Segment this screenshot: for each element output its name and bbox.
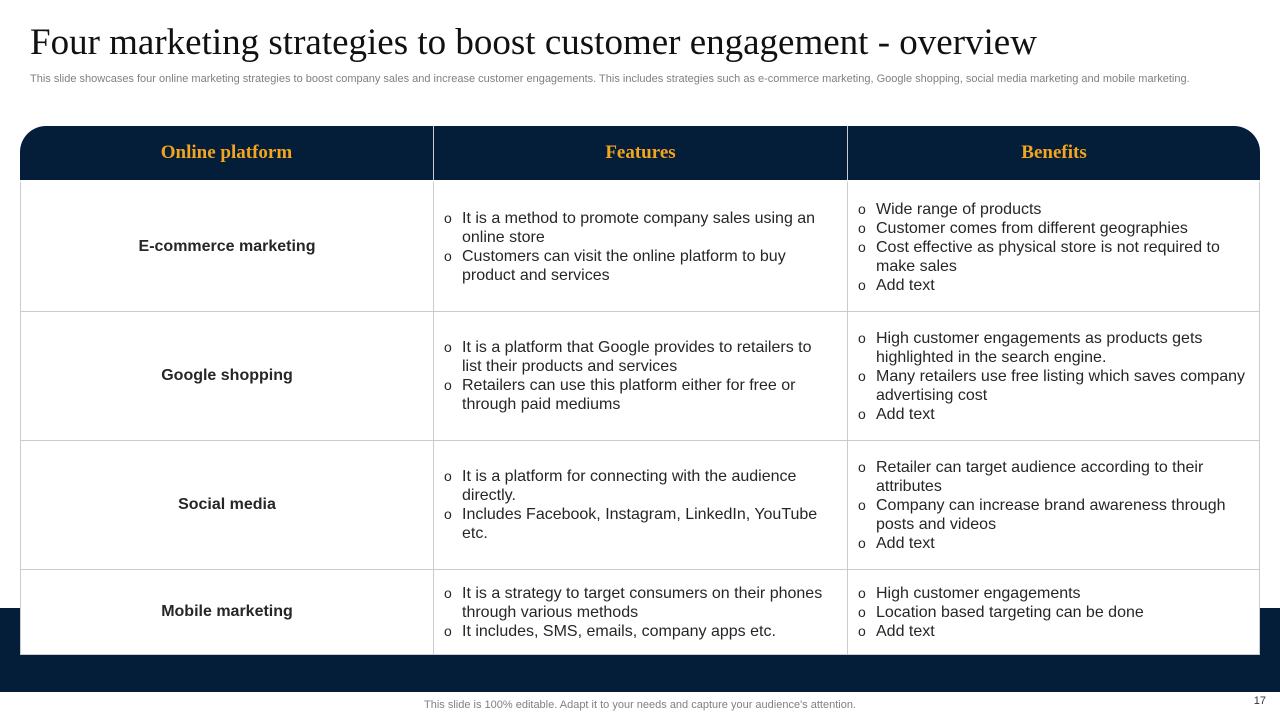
list-item: o High customer engagements [858, 584, 1247, 603]
bullet-icon: o [858, 329, 866, 346]
bullet-icon: o [444, 584, 452, 601]
benefit-text: Add text [876, 405, 935, 423]
feature-text: It includes, SMS, emails, company apps e… [462, 622, 776, 640]
bullet-icon: o [858, 219, 866, 236]
feature-text: It is a method to promote company sales … [462, 210, 816, 246]
platform-name: E-commerce marketing [20, 180, 433, 312]
bullet-icon: o [858, 603, 866, 620]
feature-text: It is a platform for connecting with the… [462, 468, 797, 504]
benefit-text: Wide range of products [876, 200, 1042, 218]
header-benefits: Benefits [847, 126, 1260, 180]
slide-subtitle: This slide showcases four online marketi… [30, 73, 1190, 85]
strategy-table: Online platform Features Benefits E-comm… [20, 126, 1260, 655]
bullet-icon: o [858, 367, 866, 384]
list-item: o Add text [858, 405, 1247, 424]
benefit-text: Cost effective as physical store is not … [876, 238, 1220, 275]
list-item: o Add text [858, 276, 1247, 295]
bullet-icon: o [858, 238, 866, 255]
bullet-icon: o [444, 339, 452, 355]
benefit-text: Add text [876, 622, 935, 640]
list-item: o It is a strategy to target consumers on… [444, 584, 835, 622]
header-features: Features [433, 126, 847, 180]
slide-title: Four marketing strategies to boost custo… [30, 22, 1037, 63]
benefit-text: Company can increase brand awareness thr… [876, 496, 1226, 533]
benefits-list: o Retailer can target audience according … [848, 458, 1259, 553]
table-row: E-commerce marketing o It is a method to … [20, 180, 1260, 312]
bullet-icon: o [858, 405, 866, 422]
benefit-text: Many retailers use free listing which sa… [876, 367, 1246, 404]
features-cell: o It is a platform that Google provides t… [433, 312, 847, 441]
bullet-icon: o [444, 622, 452, 639]
benefit-text: Retailer can target audience according t… [876, 458, 1204, 495]
list-item: o Cost effective as physical store is not… [858, 238, 1247, 276]
bullet-icon: o [858, 458, 866, 475]
table-row: Social media o It is a platform for conne… [20, 441, 1260, 570]
list-item: o Customers can visit the online platform… [444, 247, 835, 285]
list-item: o It is a platform for connecting with th… [444, 467, 835, 505]
header-online-platform: Online platform [20, 126, 433, 180]
list-item: o Add text [858, 534, 1247, 553]
list-item: o Customer comes from different geographi… [858, 219, 1247, 238]
bullet-icon: o [858, 534, 866, 551]
benefit-text: Add text [876, 534, 935, 552]
bullet-icon: o [858, 622, 866, 639]
feature-text: Customers can visit the online platform … [462, 248, 786, 284]
bullet-icon: o [858, 584, 866, 601]
features-cell: o It is a platform for connecting with th… [433, 441, 847, 570]
bullet-icon: o [444, 377, 452, 393]
table-row: Mobile marketing o It is a strategy to ta… [20, 570, 1260, 655]
benefits-cell: o Retailer can target audience according … [847, 441, 1260, 570]
feature-text: Includes Facebook, Instagram, LinkedIn, … [462, 506, 818, 542]
benefits-cell: o High customer engagements as products g… [847, 312, 1260, 441]
list-item: o Retailers can use this platform either … [444, 376, 835, 414]
bullet-icon: o [858, 276, 866, 293]
benefit-text: Add text [876, 276, 935, 294]
list-item: o Add text [858, 622, 1247, 641]
feature-text: It is a strategy to target consumers on … [462, 584, 823, 621]
benefits-list: o High customer engagements as products g… [848, 329, 1259, 424]
features-cell: o It is a method to promote company sales… [433, 180, 847, 312]
features-cell: o It is a strategy to target consumers on… [433, 570, 847, 655]
list-item: o It is a platform that Google provides t… [444, 338, 835, 376]
strategy-table-container: Online platform Features Benefits E-comm… [20, 126, 1260, 655]
features-list: o It is a platform that Google provides t… [434, 338, 847, 414]
bullet-icon: o [858, 200, 866, 217]
platform-name: Google shopping [20, 312, 433, 441]
footer-note: This slide is 100% editable. Adapt it to… [424, 699, 856, 711]
bullet-icon: o [444, 210, 452, 226]
bullet-icon: o [858, 496, 866, 513]
list-item: o It is a method to promote company sales… [444, 209, 835, 247]
platform-name: Social media [20, 441, 433, 570]
list-item: o Includes Facebook, Instagram, LinkedIn,… [444, 505, 835, 543]
list-item: o Many retailers use free listing which s… [858, 367, 1247, 405]
platform-name: Mobile marketing [20, 570, 433, 655]
benefit-text: High customer engagements as products ge… [876, 329, 1203, 366]
page-number: 17 [1253, 695, 1266, 707]
benefit-text: Customer comes from different geographie… [876, 219, 1188, 237]
feature-text: Retailers can use this platform either f… [462, 377, 796, 413]
features-list: o It is a strategy to target consumers on… [434, 584, 847, 641]
benefit-text: High customer engagements [876, 584, 1081, 602]
bullet-icon: o [444, 468, 452, 484]
bullet-icon: o [444, 506, 452, 522]
features-list: o It is a platform for connecting with th… [434, 467, 847, 543]
benefit-text: Location based targeting can be done [876, 603, 1144, 621]
list-item: o It includes, SMS, emails, company apps … [444, 622, 835, 641]
table-row: Google shopping o It is a platform that G… [20, 312, 1260, 441]
table-header-row: Online platform Features Benefits [20, 126, 1260, 180]
list-item: o Location based targeting can be done [858, 603, 1247, 622]
feature-text: It is a platform that Google provides to… [462, 339, 812, 375]
bullet-icon: o [444, 248, 452, 264]
list-item: o Wide range of products [858, 200, 1247, 219]
features-list: o It is a method to promote company sales… [434, 209, 847, 285]
list-item: o Company can increase brand awareness th… [858, 496, 1247, 534]
list-item: o High customer engagements as products g… [858, 329, 1247, 367]
list-item: o Retailer can target audience according … [858, 458, 1247, 496]
